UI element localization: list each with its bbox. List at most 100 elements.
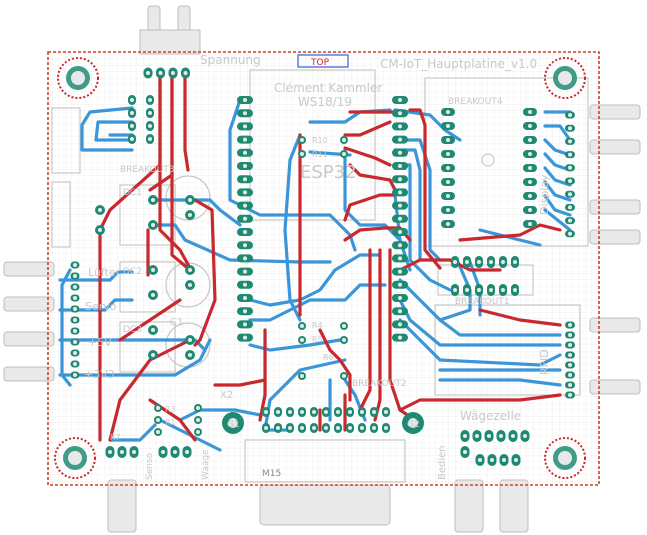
r5-label: R5	[312, 335, 323, 344]
power-connector-pad-drill	[73, 274, 77, 278]
breakout4-left-pad-drill	[446, 180, 450, 184]
power-connector-pad-drill	[73, 285, 77, 289]
esp32-left-pad-drill	[243, 309, 247, 314]
rfid-pad-drill	[568, 363, 572, 367]
waage-pad-drill	[173, 450, 177, 454]
breakout2-pad-drill	[336, 410, 340, 414]
mounting-holes	[54, 57, 586, 479]
dc2-pad-drill	[151, 293, 155, 297]
display-pad-drill	[568, 126, 572, 131]
voltage-connector-pad-drill	[171, 71, 175, 75]
cap-pad-drill	[188, 338, 192, 342]
class-label: WS18/19	[298, 95, 352, 109]
esp32-right-pad-drill	[398, 164, 402, 168]
external-connectors	[3, 5, 641, 533]
jumper-pad-drill	[98, 228, 102, 232]
breakout2-label: BREAKOUT2	[352, 379, 407, 389]
bedien-pad-drill	[463, 450, 467, 454]
breakout1-pad-drill	[501, 260, 505, 264]
breakout1-label: BREAKOUT1	[455, 297, 510, 307]
bottom-layer-traces	[58, 98, 572, 452]
esp32-right-pad-drill	[398, 124, 402, 129]
cap-pad-drill	[188, 353, 192, 357]
display-label: Display	[538, 174, 551, 215]
r5-pad-drill	[342, 338, 346, 342]
senso-pad-drill	[132, 450, 136, 454]
rfid-pad-drill	[568, 393, 572, 397]
m15-label: M15	[262, 469, 281, 479]
display-pad-drill	[568, 139, 572, 144]
voltage-label: Spannung	[200, 53, 261, 67]
esp32-right-pad-drill	[398, 296, 402, 300]
g1-label: G1	[227, 420, 240, 430]
breakout3-pad-drill	[148, 124, 152, 128]
board-outline	[47, 51, 600, 486]
breakout4-right-pad-drill	[528, 124, 532, 128]
component-pads	[70, 67, 575, 466]
mounting-hole-bottom-right	[544, 437, 586, 479]
esp32-left-pad-drill	[243, 296, 247, 300]
r11-label: R11	[312, 150, 328, 159]
breakout1-pad-drill	[465, 288, 469, 292]
power-connector-pad-drill	[73, 329, 77, 333]
power-connector-pad-drill	[73, 362, 77, 366]
bedien-pad-drill	[514, 458, 518, 462]
esp32-left-pad-drill	[243, 164, 247, 168]
esp32-left-pad-drill	[243, 203, 247, 208]
dc1-label: DC1	[123, 188, 142, 198]
breakout4-left-pad-drill	[446, 194, 450, 198]
top-marker: TOP	[310, 58, 330, 68]
breakout3-pad-drill	[130, 98, 134, 102]
breakout1-pad-drill	[513, 260, 517, 264]
display-pad-drill	[568, 179, 572, 183]
voltage-connector-pad-drill	[158, 71, 163, 75]
esp32-right-pad-drill	[398, 111, 402, 116]
resistor-pad-drill	[196, 406, 200, 410]
dc2-label: DC2	[123, 267, 142, 277]
breakout4-right-pad-drill	[528, 194, 532, 198]
c1-label: C1	[170, 317, 183, 328]
m15-pad-drill	[276, 426, 280, 430]
breakout4-right-pad-drill	[528, 180, 532, 184]
r10-pad-drill	[300, 138, 304, 142]
g2-label: G2	[407, 420, 420, 430]
breakout4-label: BREAKOUT4	[448, 97, 503, 107]
power-connector-pad-drill	[73, 318, 77, 322]
power-connector-pad-drill	[73, 373, 77, 377]
esp32-left-pad-drill	[243, 322, 247, 327]
mounting-hole-top-left	[57, 57, 99, 99]
breakout4-left-pad-drill	[446, 138, 450, 142]
rfid-pad-drill	[568, 383, 572, 387]
breakout3-pad-drill	[130, 111, 134, 115]
senso-label: Senso	[145, 452, 155, 480]
display-pad-drill	[568, 152, 572, 157]
r6-pad-drill	[300, 374, 304, 378]
esp32-right-pad-drill	[398, 230, 402, 234]
esp32-left-pad-drill	[243, 335, 247, 340]
esp32-left-pad-drill	[243, 256, 247, 261]
r11-pad-drill	[342, 152, 346, 156]
esp32-right-pad-drill	[398, 190, 402, 195]
breakout1-pad-drill	[501, 288, 505, 292]
waage-pad-drill	[161, 450, 165, 454]
m15-pad-drill	[324, 426, 328, 430]
rfid-label: RFID	[538, 349, 551, 375]
esp32-right-pad-drill	[398, 256, 402, 261]
x2-label: X2	[220, 390, 233, 401]
cap-pad-drill	[188, 198, 192, 202]
breakout4-right-pad-drill	[528, 166, 532, 170]
breakout1-pad-drill	[465, 260, 469, 264]
m15-pad-drill	[300, 426, 304, 430]
breakout4-right-pad-drill	[528, 152, 532, 156]
mounting-hole-top-right	[544, 57, 586, 99]
r4-pad-drill	[300, 324, 304, 328]
m15-pad-drill	[360, 426, 364, 430]
bedien-pad-drill	[478, 458, 482, 462]
power-connector-pad-drill	[73, 340, 77, 344]
r6-label: R6	[323, 353, 334, 362]
breakout4-left-pad-drill	[446, 208, 450, 212]
breakout2-pad-drill	[360, 410, 364, 414]
waegezelle-label: Wägezelle	[460, 409, 521, 423]
dc3-pad-drill	[151, 328, 155, 332]
display-pad-drill	[568, 218, 572, 223]
